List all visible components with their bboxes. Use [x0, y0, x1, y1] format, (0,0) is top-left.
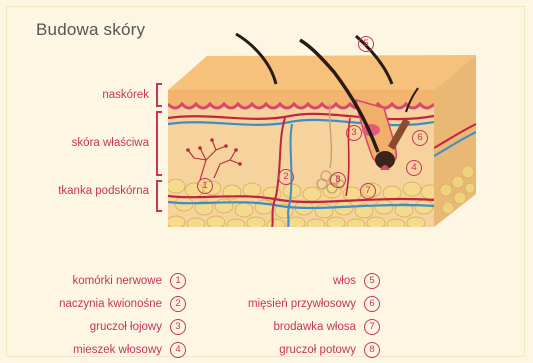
legend-number: 6 [364, 296, 380, 312]
legend-label: włos [212, 275, 356, 287]
marker-1: 1 [197, 178, 213, 194]
marker-2: 2 [278, 169, 294, 185]
marker-6: 6 [412, 130, 428, 146]
marker-7: 7 [360, 183, 376, 199]
legend-label: brodawka włosa [212, 321, 356, 333]
marker-8: 8 [330, 172, 346, 188]
legend-item-hair-papilla: brodawka włosa 7 [212, 319, 380, 335]
legend-number: 2 [170, 296, 186, 312]
legend-number: 1 [170, 273, 186, 289]
legend-label: gruczoł łojowy [24, 321, 162, 333]
legend-item-arrector-pili: mięsień przywłosowy 6 [212, 296, 380, 312]
legend-label: komórki nerwowe [24, 275, 162, 287]
legend-number: 8 [364, 342, 380, 358]
legend-item-nerve-cells: komórki nerwowe 1 [24, 273, 186, 289]
legend-item-blood-vessels: naczynia kwionośne 2 [24, 296, 186, 312]
legend-item-hair-follicle: mieszek włosowy 4 [24, 342, 186, 358]
legend-label: mięsień przywłosowy [212, 298, 356, 310]
legend-label: mieszek włosowy [24, 344, 162, 356]
legend-label: naczynia kwionośne [24, 298, 162, 310]
legend-number: 4 [170, 342, 186, 358]
legend-label: gruczoł potowy [212, 344, 356, 356]
legend-number: 7 [364, 319, 380, 335]
marker-3: 3 [346, 125, 362, 141]
legend-item-hair: włos 5 [212, 273, 380, 289]
legend-item-sweat-gland: gruczoł potowy 8 [212, 342, 380, 358]
legend-number: 5 [364, 273, 380, 289]
marker-4: 4 [406, 160, 422, 176]
legend-number: 3 [170, 319, 186, 335]
marker-5: 5 [358, 36, 374, 52]
legend-item-sebaceous-gland: gruczoł łojowy 3 [24, 319, 186, 335]
